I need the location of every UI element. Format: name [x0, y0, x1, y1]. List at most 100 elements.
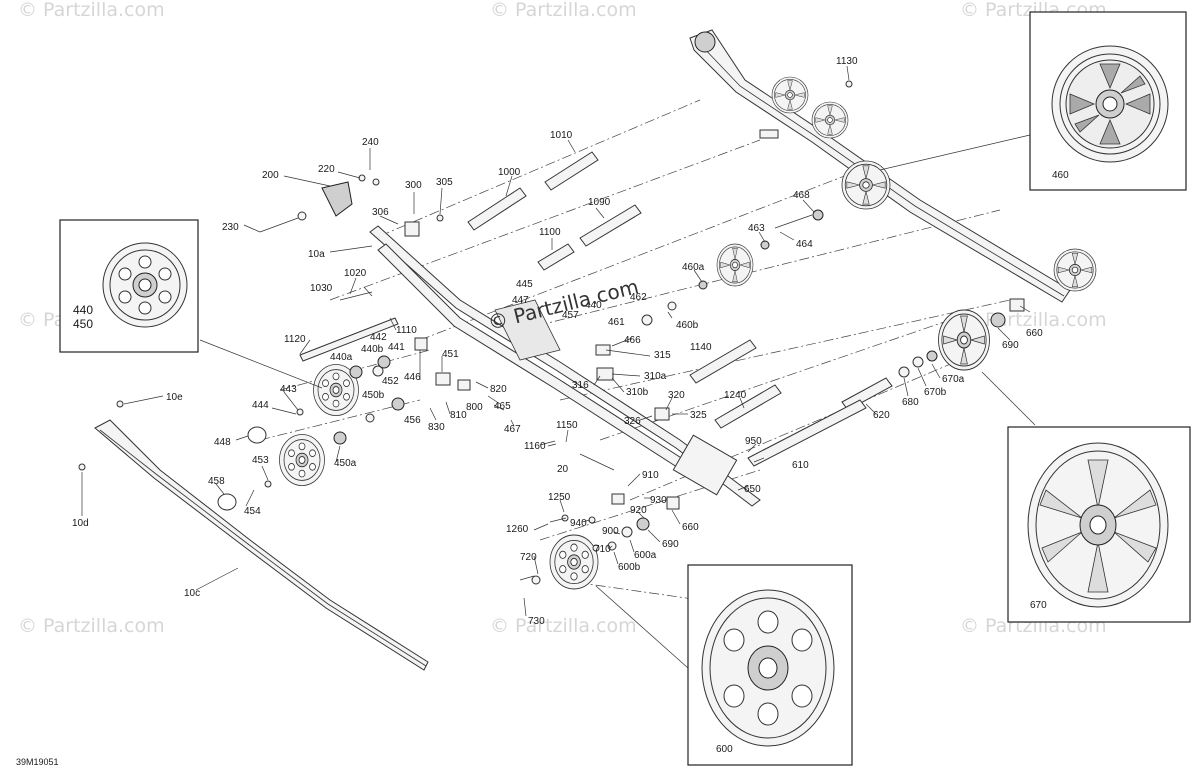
callout-label: 620 — [873, 410, 890, 421]
watermark: © Partzilla.com — [18, 0, 165, 21]
callout-label: 444 — [252, 400, 269, 411]
callout-label: 900 — [602, 526, 619, 537]
callout-label: 465 — [494, 401, 511, 412]
callout-label: 445 — [516, 279, 533, 290]
rear-rail-assembly — [689, 29, 1097, 303]
front-rail-10a — [369, 225, 761, 507]
callout-label: 1110 — [396, 325, 417, 336]
callout-label: 452 — [382, 376, 399, 387]
callout-label: 660 — [1026, 328, 1043, 339]
callout-label: 820 — [490, 384, 507, 395]
callout-label: 200 — [262, 170, 279, 181]
callout-label: 1030 — [310, 283, 333, 294]
callout-label: 457 — [562, 310, 579, 321]
callout-label: 467 — [504, 424, 521, 435]
callout-label: 690 — [1002, 340, 1019, 351]
callout-label: 1160 — [524, 441, 546, 452]
callout-leaders — [81, 65, 1031, 617]
callout-label: 447 — [512, 295, 529, 306]
callout-label: 463 — [748, 223, 765, 234]
callout-label: 440 — [585, 300, 602, 311]
drawing-code: 39M19051 — [16, 757, 59, 767]
callout-label: 442 — [370, 332, 387, 343]
callout-label: 680 — [902, 397, 919, 408]
detail-label: 600 — [716, 744, 733, 755]
callout-label: 440b — [361, 344, 384, 355]
watermark: © Partzilla.com — [18, 615, 165, 637]
callout-label: 310a — [644, 371, 667, 382]
callout-label: 460a — [682, 262, 705, 273]
callout-label: 460b — [676, 320, 699, 331]
callout-label: 10c — [184, 588, 200, 599]
callout-label: 454 — [244, 506, 261, 517]
callout-label: 464 — [796, 239, 813, 250]
callout-label: 1140 — [690, 342, 712, 353]
callout-label: 451 — [442, 349, 459, 360]
detail-box-440-450: 440 450 — [59, 219, 199, 353]
callout-label: 20 — [557, 464, 569, 475]
callout-label: 325 — [690, 410, 707, 421]
callout-label: 461 — [608, 317, 625, 328]
callout-label: 930 — [650, 495, 667, 506]
callout-label: 1090 — [588, 197, 611, 208]
callout-label: 920 — [630, 505, 647, 516]
detail-box-670: 670 — [1007, 426, 1191, 623]
callout-label: 690 — [662, 539, 679, 550]
callout-label: 448 — [214, 437, 231, 448]
callout-label: 800 — [466, 402, 483, 413]
detail-label: 670 — [1030, 600, 1047, 611]
callout-label: 240 — [362, 137, 379, 148]
detail-box-600: 600 — [687, 564, 853, 766]
detail-box-460: 460 — [1029, 11, 1187, 191]
detail-label: 460 — [1052, 170, 1069, 181]
callout-label: 660 — [682, 522, 699, 533]
callout-label: 315 — [654, 350, 671, 361]
hardware — [78, 80, 1025, 585]
callout-label: 446 — [404, 372, 421, 383]
callout-label: 316 — [572, 380, 589, 391]
callout-label: 650 — [744, 484, 761, 495]
callout-label: 1260 — [506, 524, 529, 535]
callout-label: 456 — [404, 415, 421, 426]
callout-label: 450b — [362, 390, 385, 401]
callout-label: 10a — [308, 249, 325, 260]
callout-label: 710 — [594, 544, 611, 555]
callout-label: 1010 — [550, 130, 573, 141]
callout-label: 1020 — [344, 268, 367, 279]
callout-label: 466 — [624, 335, 641, 346]
detail-label: 440 — [73, 303, 93, 317]
callout-label: 320 — [668, 390, 685, 401]
watermark: © Partzilla.com — [490, 615, 637, 637]
callout-label: 450a — [334, 458, 357, 469]
callout-label: 1250 — [548, 492, 571, 503]
callout-label: 10d — [72, 518, 89, 529]
detail-label: 450 — [73, 317, 93, 331]
callout-label: 306 — [372, 207, 389, 218]
callout-label: 940 — [570, 518, 587, 529]
callout-label: 453 — [252, 455, 269, 466]
callout-label: 810 — [450, 410, 467, 421]
callout-label: 1120 — [284, 334, 306, 345]
slider-10c — [94, 419, 429, 671]
callout-label: 440a — [330, 352, 353, 363]
callout-label: 310b — [626, 387, 649, 398]
callout-label: 462 — [630, 292, 647, 303]
callout-label: 300 — [405, 180, 422, 191]
callout-label: 950 — [745, 436, 762, 447]
callout-labels: 1130 1010 240 220 200 300 305 1000 1090 … — [72, 56, 1043, 627]
callout-label: 670b — [924, 387, 947, 398]
callout-label: 600a — [634, 550, 657, 561]
callout-label: 670a — [942, 374, 965, 385]
callout-label: 230 — [222, 222, 239, 233]
callout-label: 1100 — [539, 227, 561, 238]
callout-label: 1130 — [836, 56, 858, 67]
callout-label: 305 — [436, 177, 453, 188]
callout-label: 458 — [208, 476, 225, 487]
callout-label: 730 — [528, 616, 545, 627]
callout-label: 1150 — [556, 420, 578, 431]
callout-label: 443 — [280, 384, 297, 395]
callout-label: 10e — [166, 392, 183, 403]
callout-label: 1240 — [724, 390, 747, 401]
callout-label: 220 — [318, 164, 335, 175]
